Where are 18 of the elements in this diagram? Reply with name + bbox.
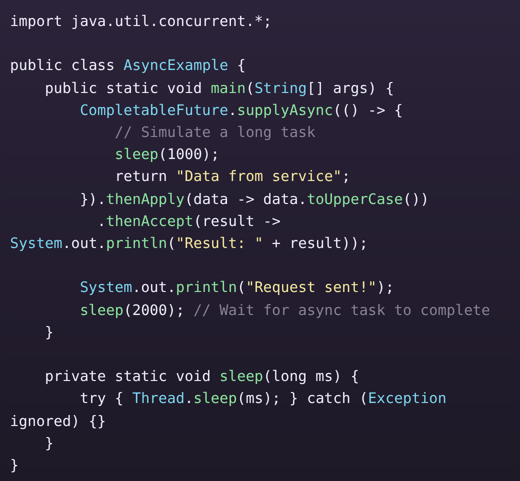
code-line: }	[10, 457, 19, 476]
code-line: return "Data from service";	[114, 168, 350, 188]
code-line: }	[44, 324, 54, 343]
code-line: }	[44, 434, 54, 454]
code-line: CompletableFuture.supplyAsync(() -> {	[80, 102, 403, 121]
code-line: ignored) {}	[10, 412, 106, 432]
code-line: .thenAccept(result ->	[97, 212, 281, 232]
code-line: public static void main(String[] args) {	[44, 80, 394, 99]
code-line: }).thenApply(data -> data.toUpperCase())	[80, 190, 430, 210]
code-line: private static void sleep(long ms) {	[44, 368, 360, 388]
code-line: System.out.println("Request sent!");	[80, 279, 394, 298]
code-line: System.out.println("Result: " + result));	[10, 235, 368, 254]
code-line: try { Thread.sleep(ms); } catch (Exception	[80, 390, 447, 410]
code-line: public class AsyncExample {	[10, 57, 246, 76]
code-line: sleep(2000); // Wait for async task to complete	[80, 302, 490, 321]
code-line: sleep(1000);	[114, 146, 220, 166]
code-line: import java.util.concurrent.*;	[10, 13, 272, 32]
code-line: // Simulate a long task	[114, 124, 316, 143]
